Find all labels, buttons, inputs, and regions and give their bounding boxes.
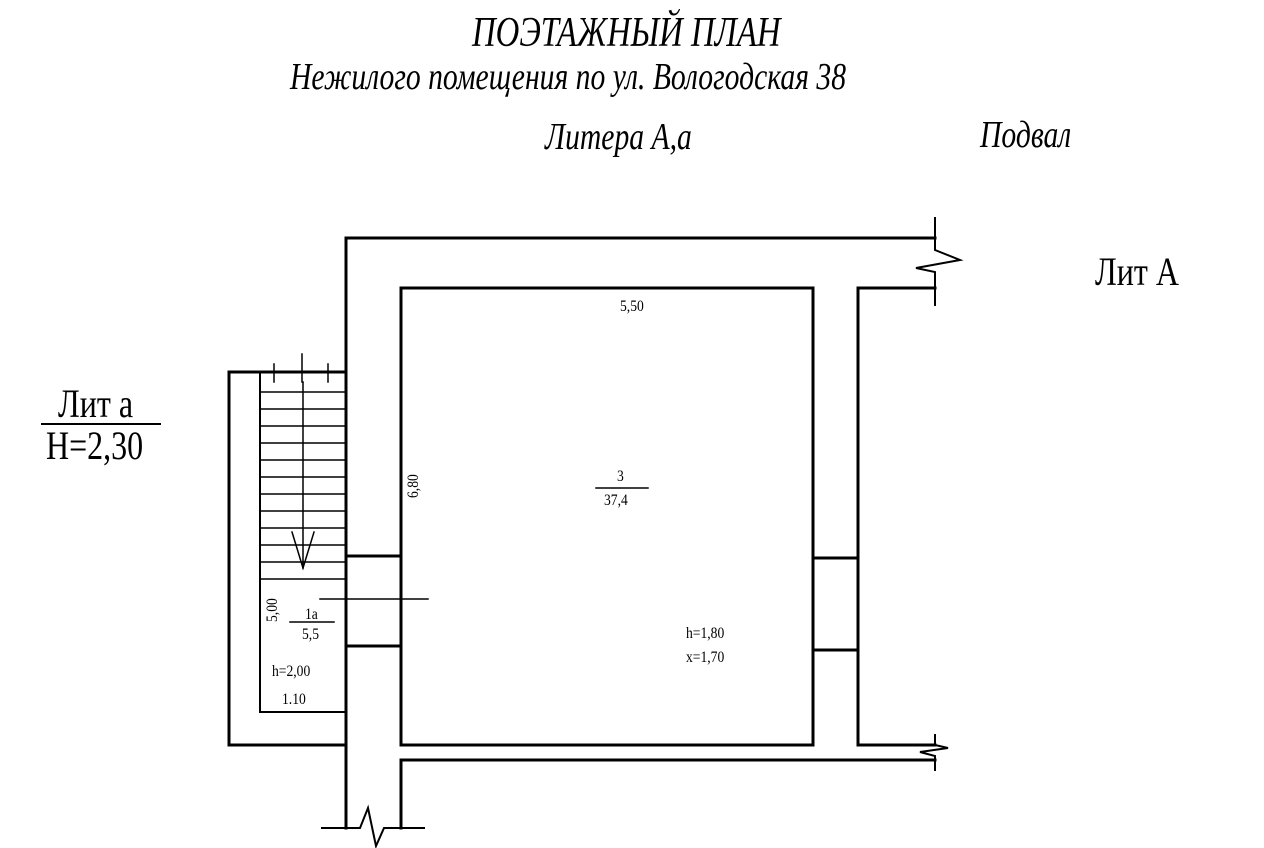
outer-wall-top-left (344, 236, 937, 830)
main-room-x: x=1,70 (686, 649, 725, 666)
lit-A-label: Лит А (1095, 249, 1179, 294)
stair-room-inner-wall (259, 371, 347, 713)
stair-room-width: 1.10 (282, 691, 306, 708)
main-room-outline (399, 286, 815, 747)
stair-arrow-head (291, 531, 315, 571)
stair-room-length: 5,00 (264, 598, 281, 622)
outer-wall-right (856, 286, 937, 747)
main-room-width: 5,50 (620, 298, 644, 315)
stair-room-number: 1а (305, 606, 318, 623)
stair-room-outer-wall (227, 370, 348, 747)
lit-a-height: Н=2,30 (46, 423, 144, 468)
outer-wall-bottom (399, 758, 937, 830)
plan-title: ПОЭТАЖНЫЙ ПЛАН (472, 10, 781, 56)
floor-label: Подвал (980, 114, 1072, 156)
main-room-area: 37,4 (604, 492, 628, 509)
stair-room-height: h=2,00 (272, 663, 311, 680)
main-room-height: h=1,80 (686, 625, 725, 642)
stair-top-ticks (273, 353, 329, 383)
break-mark-bottom (321, 804, 425, 848)
plan-subtitle: Нежилого помещения по ул. Вологодская 38 (290, 56, 847, 98)
litera-label: Литера А,а (545, 116, 692, 158)
main-room-length: 6,80 (405, 474, 422, 498)
main-room-number: 3 (617, 468, 624, 485)
lit-a-label: Лит а (58, 381, 134, 426)
stair-room-area: 5,5 (302, 626, 319, 643)
break-mark-bottom-right (919, 734, 949, 771)
break-mark-top-right (915, 217, 964, 306)
